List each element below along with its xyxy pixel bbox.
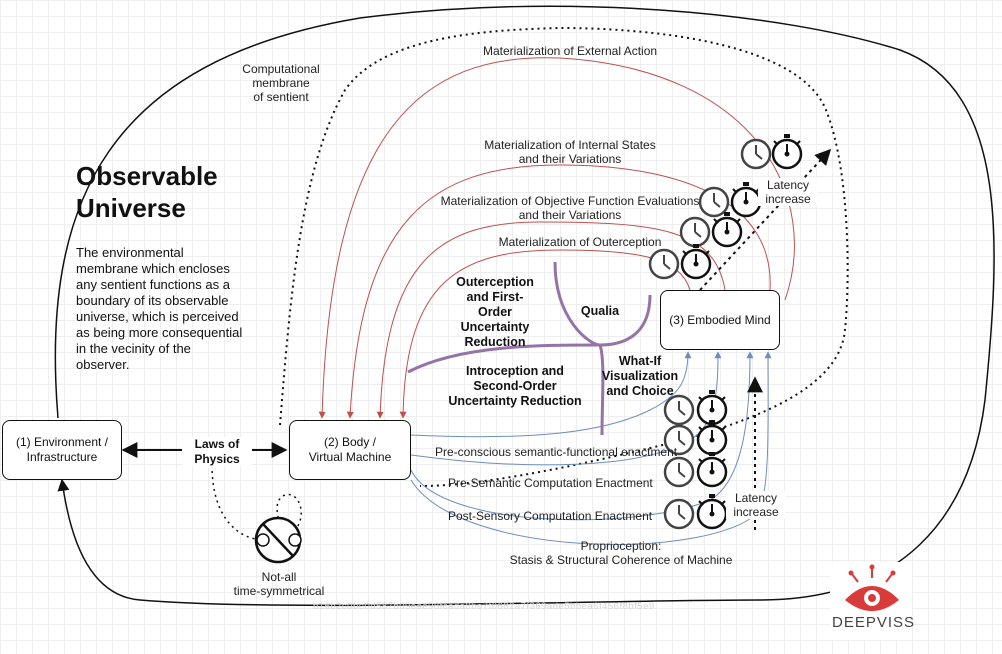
post-sensory-label: Post-Sensory Computation Enactment [448, 509, 653, 523]
qualia-label: Qualia [580, 304, 620, 318]
arc-proprioception [410, 351, 772, 545]
environment-membrane [54, 5, 995, 607]
stopwatch-icon [730, 180, 762, 218]
objective-function-label: Materialization of Objective Function Ev… [440, 194, 700, 222]
stopwatch-icon [696, 492, 728, 530]
environment-node[interactable]: (1) Environment / Infrastructure [2, 420, 122, 480]
body-node[interactable]: (2) Body / Virtual Machine [289, 420, 411, 480]
latency-top-label: Latency increase [758, 178, 818, 206]
computational-membrane-label: Computational membrane of sentient [242, 62, 320, 104]
qualia-curve-stem [553, 261, 605, 436]
clock-icon [648, 248, 680, 280]
outerception-label: Outerception and First- Order Uncertaint… [456, 275, 534, 349]
stopwatch-icon [696, 418, 728, 456]
deepviss-logo-icon [830, 562, 912, 640]
not-all-symmetric-label: Not-all time-symmetrical [233, 570, 325, 598]
introception-label: Introception and Second-Order Uncertaint… [448, 364, 582, 408]
stopwatch-icon [696, 450, 728, 488]
mind-node[interactable]: (3) Embodied Mind [660, 290, 780, 350]
what-if-label: What-If Visualization and Choice [601, 354, 679, 398]
latency-bottom-label: Latency increase [726, 491, 786, 519]
stopwatch-icon [696, 388, 728, 426]
page-title: Observable Universe [76, 161, 218, 223]
laws-of-physics-label: Laws of Physics [182, 437, 252, 467]
stopwatch-icon [680, 242, 712, 280]
internal-states-label: Materialization of Internal States and t… [484, 138, 656, 166]
clock-icon [740, 138, 772, 170]
computational-membrane [279, 26, 849, 487]
outerception-materialization-label: Materialization of Outerception [498, 235, 662, 249]
proprioception-label: Proprioception: Stasis & Structural Cohe… [509, 539, 733, 567]
universe-description: The environmental membrane which enclose… [76, 245, 243, 372]
stopwatch-icon [771, 132, 803, 170]
clock-icon [663, 394, 695, 426]
external-action-label: Materialization of External Action [482, 44, 658, 58]
qualia-curve-top [407, 294, 652, 374]
watermark: b16b2c0be0d587b09eae98fcada8be7f0682a7f3… [313, 601, 655, 612]
pre-conscious-label: Pre-conscious semantic-functional enactm… [435, 445, 678, 459]
pre-semantic-label: Pre-Semantic Computation Enactment [448, 476, 653, 490]
arc-pre-conscious [410, 351, 692, 438]
logo-name: DEEPVISS [832, 614, 916, 631]
no-time-symmetry-icon [254, 516, 302, 564]
